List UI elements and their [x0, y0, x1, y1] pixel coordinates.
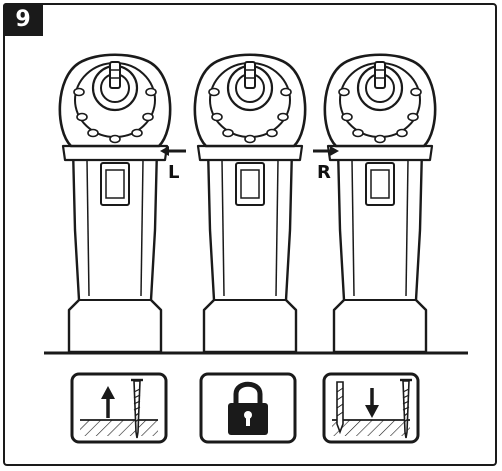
direction-label-right: R: [317, 162, 331, 183]
figure-frame: [3, 3, 497, 466]
direction-label-left: L: [168, 162, 180, 183]
arrow-right-icon: [313, 146, 339, 156]
screwdriver-center-position: [193, 53, 307, 354]
screw-removal-up-arrow-icon: [70, 372, 168, 444]
screw-drive-down-arrow-icon: [322, 372, 420, 444]
arrow-left-icon: [160, 146, 186, 156]
screwdriver-right-position: [323, 53, 437, 354]
padlock-icon: [199, 372, 297, 444]
screwdriver-left-position: [58, 53, 172, 354]
step-number-badge: 9: [3, 3, 43, 36]
